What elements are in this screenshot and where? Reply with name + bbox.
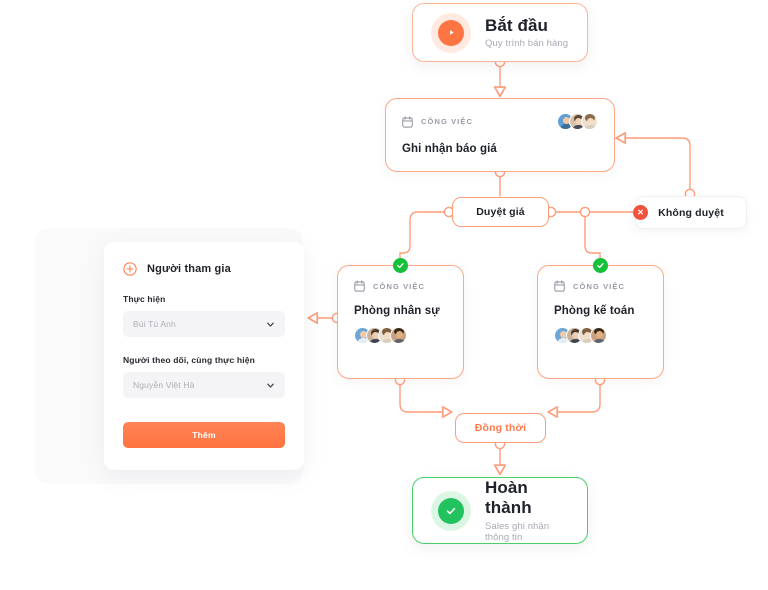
task-accounting-title: Phòng kế toán: [554, 305, 635, 317]
decision-approve-label: Duyệt giá: [476, 206, 525, 218]
avatar: [590, 327, 607, 344]
avatar: [581, 113, 598, 130]
field-label-followers: Người theo dõi, cùng thực hiện: [123, 355, 255, 365]
task-accounting-kind: CÔNG VIỆC: [573, 281, 625, 291]
task-hr-avatars[interactable]: [354, 327, 447, 344]
check-circle-icon: [431, 490, 471, 531]
followers-value: Nguyễn Việt Hà: [133, 380, 195, 390]
add-participant-button[interactable]: Thêm: [123, 422, 285, 448]
task-quote-title: Ghi nhận báo giá: [402, 143, 497, 155]
node-start[interactable]: Bắt đầu Quy trình bán hàng: [412, 3, 588, 62]
end-subtitle: Sales ghi nhận thông tin: [485, 520, 550, 543]
node-end[interactable]: Hoàn thành Sales ghi nhận thông tin: [412, 477, 588, 544]
executor-value: Bùi Tú Anh: [133, 319, 176, 329]
chevron-down-icon: [267, 322, 274, 327]
decision-reject-label: Không duyệt: [658, 206, 724, 219]
plus-circle-icon[interactable]: [123, 262, 137, 276]
port-branch-junction: [579, 206, 591, 218]
executor-select[interactable]: Bùi Tú Anh: [123, 311, 285, 337]
node-task-quote[interactable]: CÔNG VIỆC Ghi nhận báo giá: [385, 98, 615, 172]
avatar: [390, 327, 407, 344]
task-quote-avatars[interactable]: [557, 113, 598, 130]
node-task-hr[interactable]: CÔNG VIỆC Phòng nhân sự: [337, 265, 464, 379]
gateway-parallel-label: Đồng thời: [474, 422, 527, 434]
task-hr-kind: CÔNG VIỆC: [373, 281, 425, 291]
node-task-accounting[interactable]: CÔNG VIỆC Phòng kế toán: [537, 265, 664, 379]
clipboard-icon: [554, 280, 565, 292]
followers-select[interactable]: Nguyễn Việt Hà: [123, 372, 285, 398]
participants-panel: Người tham gia Thực hiện Bùi Tú Anh Ngườ…: [104, 242, 304, 470]
chevron-down-icon: [267, 383, 274, 388]
node-gateway-parallel[interactable]: Đồng thời: [455, 413, 546, 443]
end-title: Hoàn thành: [485, 478, 532, 517]
close-icon: ✕: [633, 205, 648, 220]
clipboard-icon: [354, 280, 365, 292]
task-quote-kind: CÔNG VIỆC: [421, 117, 473, 126]
start-title: Bắt đầu: [485, 15, 549, 35]
panel-title: Người tham gia: [147, 263, 231, 275]
node-decision-reject[interactable]: Không duyệt: [635, 196, 747, 229]
node-decision-approve[interactable]: Duyệt giá: [452, 197, 549, 227]
clipboard-icon: [402, 115, 413, 128]
start-subtitle: Quy trình bán hàng: [485, 38, 569, 50]
task-hr-title: Phòng nhân sự: [354, 305, 440, 317]
task-accounting-avatars[interactable]: [554, 327, 647, 344]
check-icon: [593, 258, 608, 273]
play-icon: [431, 12, 471, 53]
field-label-executor: Thực hiện: [123, 294, 166, 304]
check-icon: [393, 258, 408, 273]
